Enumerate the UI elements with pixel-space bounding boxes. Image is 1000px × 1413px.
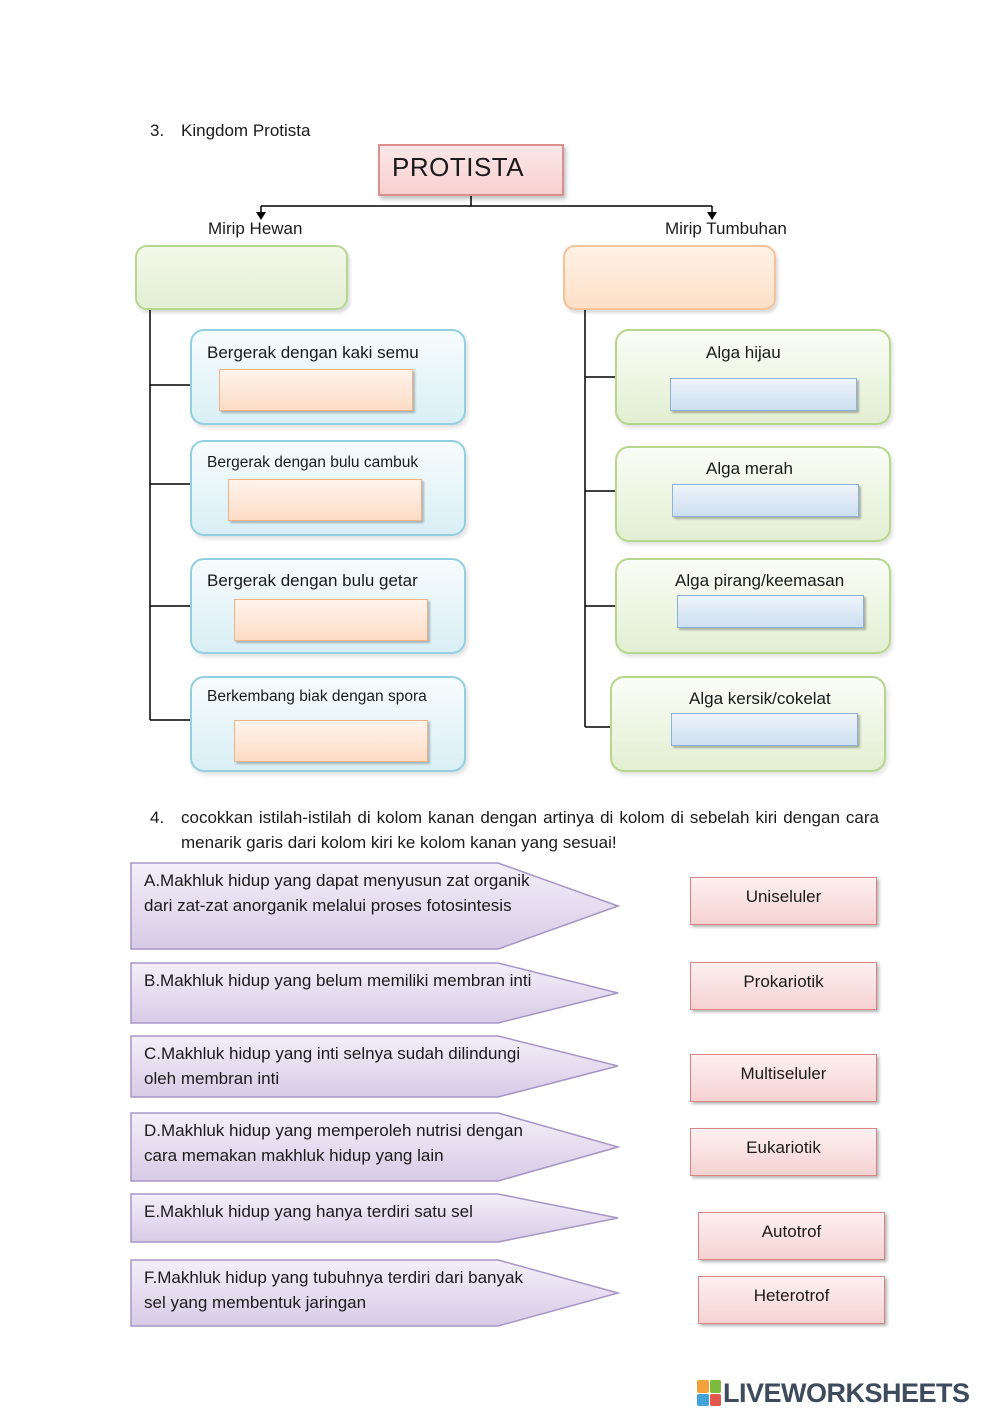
statement-arrow-shape <box>130 1112 620 1182</box>
animal-answer-field-4[interactable] <box>234 720 428 762</box>
statement-b[interactable]: B.Makhluk hidup yang belum memiliki memb… <box>130 962 620 1024</box>
statement-e[interactable]: E.Makhluk hidup yang hanya terdiri satu … <box>130 1193 620 1243</box>
plant-card-label: Alga kersik/cokelat <box>689 689 831 708</box>
protista-root-box: PROTISTA <box>378 144 564 196</box>
statement-text: C.Makhluk hidup yang inti selnya sudah d… <box>144 1044 521 1088</box>
plant-like-answer-box[interactable] <box>563 245 776 310</box>
plant-answer-field-2[interactable] <box>672 484 859 517</box>
branch-label-plant: Mirip Tumbuhan <box>665 219 787 238</box>
branch-label-animal: Mirip Hewan <box>208 219 303 238</box>
animal-card-label: Bergerak dengan bulu getar <box>207 571 418 590</box>
tree-connectors <box>149 196 717 728</box>
plant-answer-field-1[interactable] <box>670 378 857 411</box>
plant-card-4: Alga kersik/cokelat <box>610 676 886 772</box>
statement-arrow-shape <box>130 1259 620 1327</box>
statement-text: D.Makhluk hidup yang memperoleh nutrisi … <box>144 1121 523 1165</box>
statement-arrow-shape <box>130 1035 619 1098</box>
section-3-title: 3.Kingdom Protista <box>150 121 311 140</box>
liveworksheets-logo-icon <box>697 1380 721 1406</box>
section-4-instruction: 4. cocokkan istilah-istilah di kolom kan… <box>150 808 879 852</box>
animal-card-label: Bergerak dengan bulu cambuk <box>207 454 419 471</box>
statement-text: E.Makhluk hidup yang hanya terdiri satu … <box>144 1202 473 1221</box>
plant-answer-field-4[interactable] <box>671 713 858 746</box>
animal-card-label: Berkembang biak dengan spora <box>207 688 427 705</box>
statement-text: F.Makhluk hidup yang tubuhnya terdiri da… <box>144 1268 523 1312</box>
statement-d[interactable]: D.Makhluk hidup yang memperoleh nutrisi … <box>130 1112 620 1182</box>
animal-card-4: Berkembang biak dengan spora <box>190 676 466 772</box>
plant-card-2: Alga merah <box>615 446 891 542</box>
statement-text: A.Makhluk hidup yang dapat menyusun zat … <box>144 871 530 915</box>
liveworksheets-logo: LIVEWORKSHEETS <box>697 1377 970 1409</box>
term-prokariotik[interactable]: Prokariotik <box>690 962 877 1010</box>
term-autotrof[interactable]: Autotrof <box>698 1212 885 1260</box>
statement-arrow-shape <box>130 862 620 950</box>
animal-card-2: Bergerak dengan bulu cambuk <box>190 440 466 536</box>
animal-card-1: Bergerak dengan kaki semu <box>190 329 466 425</box>
plant-card-label: Alga pirang/keemasan <box>675 571 845 590</box>
animal-answer-field-2[interactable] <box>228 479 422 521</box>
animal-card-label: Bergerak dengan kaki semu <box>207 343 419 362</box>
statement-arrow-shape <box>130 1193 619 1243</box>
term-multiseluler[interactable]: Multiseluler <box>690 1054 877 1102</box>
term-heterotrof[interactable]: Heterotrof <box>698 1276 885 1324</box>
plant-answer-field-3[interactable] <box>677 595 864 628</box>
statement-text: B.Makhluk hidup yang belum memiliki memb… <box>144 971 532 990</box>
plant-card-label: Alga merah <box>706 459 793 478</box>
statement-arrow-shape <box>130 962 619 1024</box>
statement-c[interactable]: C.Makhluk hidup yang inti selnya sudah d… <box>130 1035 620 1098</box>
term-uniseluler[interactable]: Uniseluler <box>690 877 877 925</box>
animal-answer-field-1[interactable] <box>219 369 413 411</box>
plant-card-1: Alga hijau <box>615 329 891 425</box>
animal-like-answer-box[interactable] <box>135 245 348 310</box>
statement-f[interactable]: F.Makhluk hidup yang tubuhnya terdiri da… <box>130 1259 620 1327</box>
term-eukariotik[interactable]: Eukariotik <box>690 1128 877 1176</box>
statement-a[interactable]: A.Makhluk hidup yang dapat menyusun zat … <box>130 862 620 950</box>
logo-text: LIVEWORKSHEETS <box>723 1377 970 1408</box>
animal-card-3: Bergerak dengan bulu getar <box>190 558 466 654</box>
plant-card-label: Alga hijau <box>706 343 781 362</box>
animal-answer-field-3[interactable] <box>234 599 428 641</box>
plant-card-3: Alga pirang/keemasan <box>615 558 891 654</box>
